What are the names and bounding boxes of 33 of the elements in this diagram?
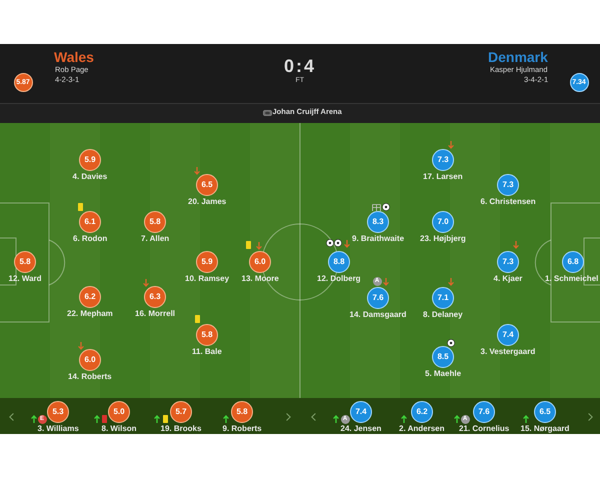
- player-name: 11. Bale: [192, 347, 222, 356]
- score: 0:4: [284, 57, 316, 77]
- player-name: 4. Kjaer: [494, 274, 522, 283]
- player-name: 13. Moore: [242, 274, 279, 283]
- player-name: 19. Brooks: [160, 424, 202, 433]
- player-name: 23. Højbjerg: [420, 234, 466, 243]
- player-name: 12. Dolberg: [317, 274, 361, 283]
- player-name: 14. Roberts: [68, 372, 112, 381]
- team-name: Wales: [54, 50, 94, 66]
- player-name: 9. Roberts: [222, 424, 262, 433]
- player-name: 7. Allen: [141, 234, 170, 243]
- player-name: 8. Wilson: [102, 424, 137, 433]
- player-name: 10. Ramsey: [185, 274, 230, 283]
- player-name: 16. Morrell: [135, 309, 176, 318]
- player-name: 15. Nørgaard: [520, 424, 570, 433]
- player-name: 21. Cornelius: [459, 424, 510, 433]
- player-name: 14. Damsgaard: [350, 310, 406, 319]
- player-name: 20. James: [188, 197, 226, 206]
- player-name: 22. Mepham: [67, 309, 113, 318]
- player-name: 3. Williams: [38, 424, 79, 433]
- player-name: 17. Larsen: [423, 172, 463, 181]
- player-name: 5. Maehle: [425, 369, 462, 378]
- player-name: 3. Vestergaard: [480, 347, 536, 356]
- player-name: 12. Ward: [8, 274, 42, 283]
- player-name: 6. Christensen: [480, 197, 536, 206]
- team-name: Denmark: [488, 50, 548, 66]
- player-name: 1. Schmeichel: [545, 274, 598, 283]
- player-name: 2. Andersen: [399, 424, 444, 433]
- player-name: 4. Davies: [72, 172, 108, 181]
- player-name: 6. Rodon: [73, 234, 108, 243]
- player-name: 8. Delaney: [423, 310, 463, 319]
- player-name: 24. Jensen: [340, 424, 382, 433]
- player-name: 9. Braithwaite: [352, 234, 404, 243]
